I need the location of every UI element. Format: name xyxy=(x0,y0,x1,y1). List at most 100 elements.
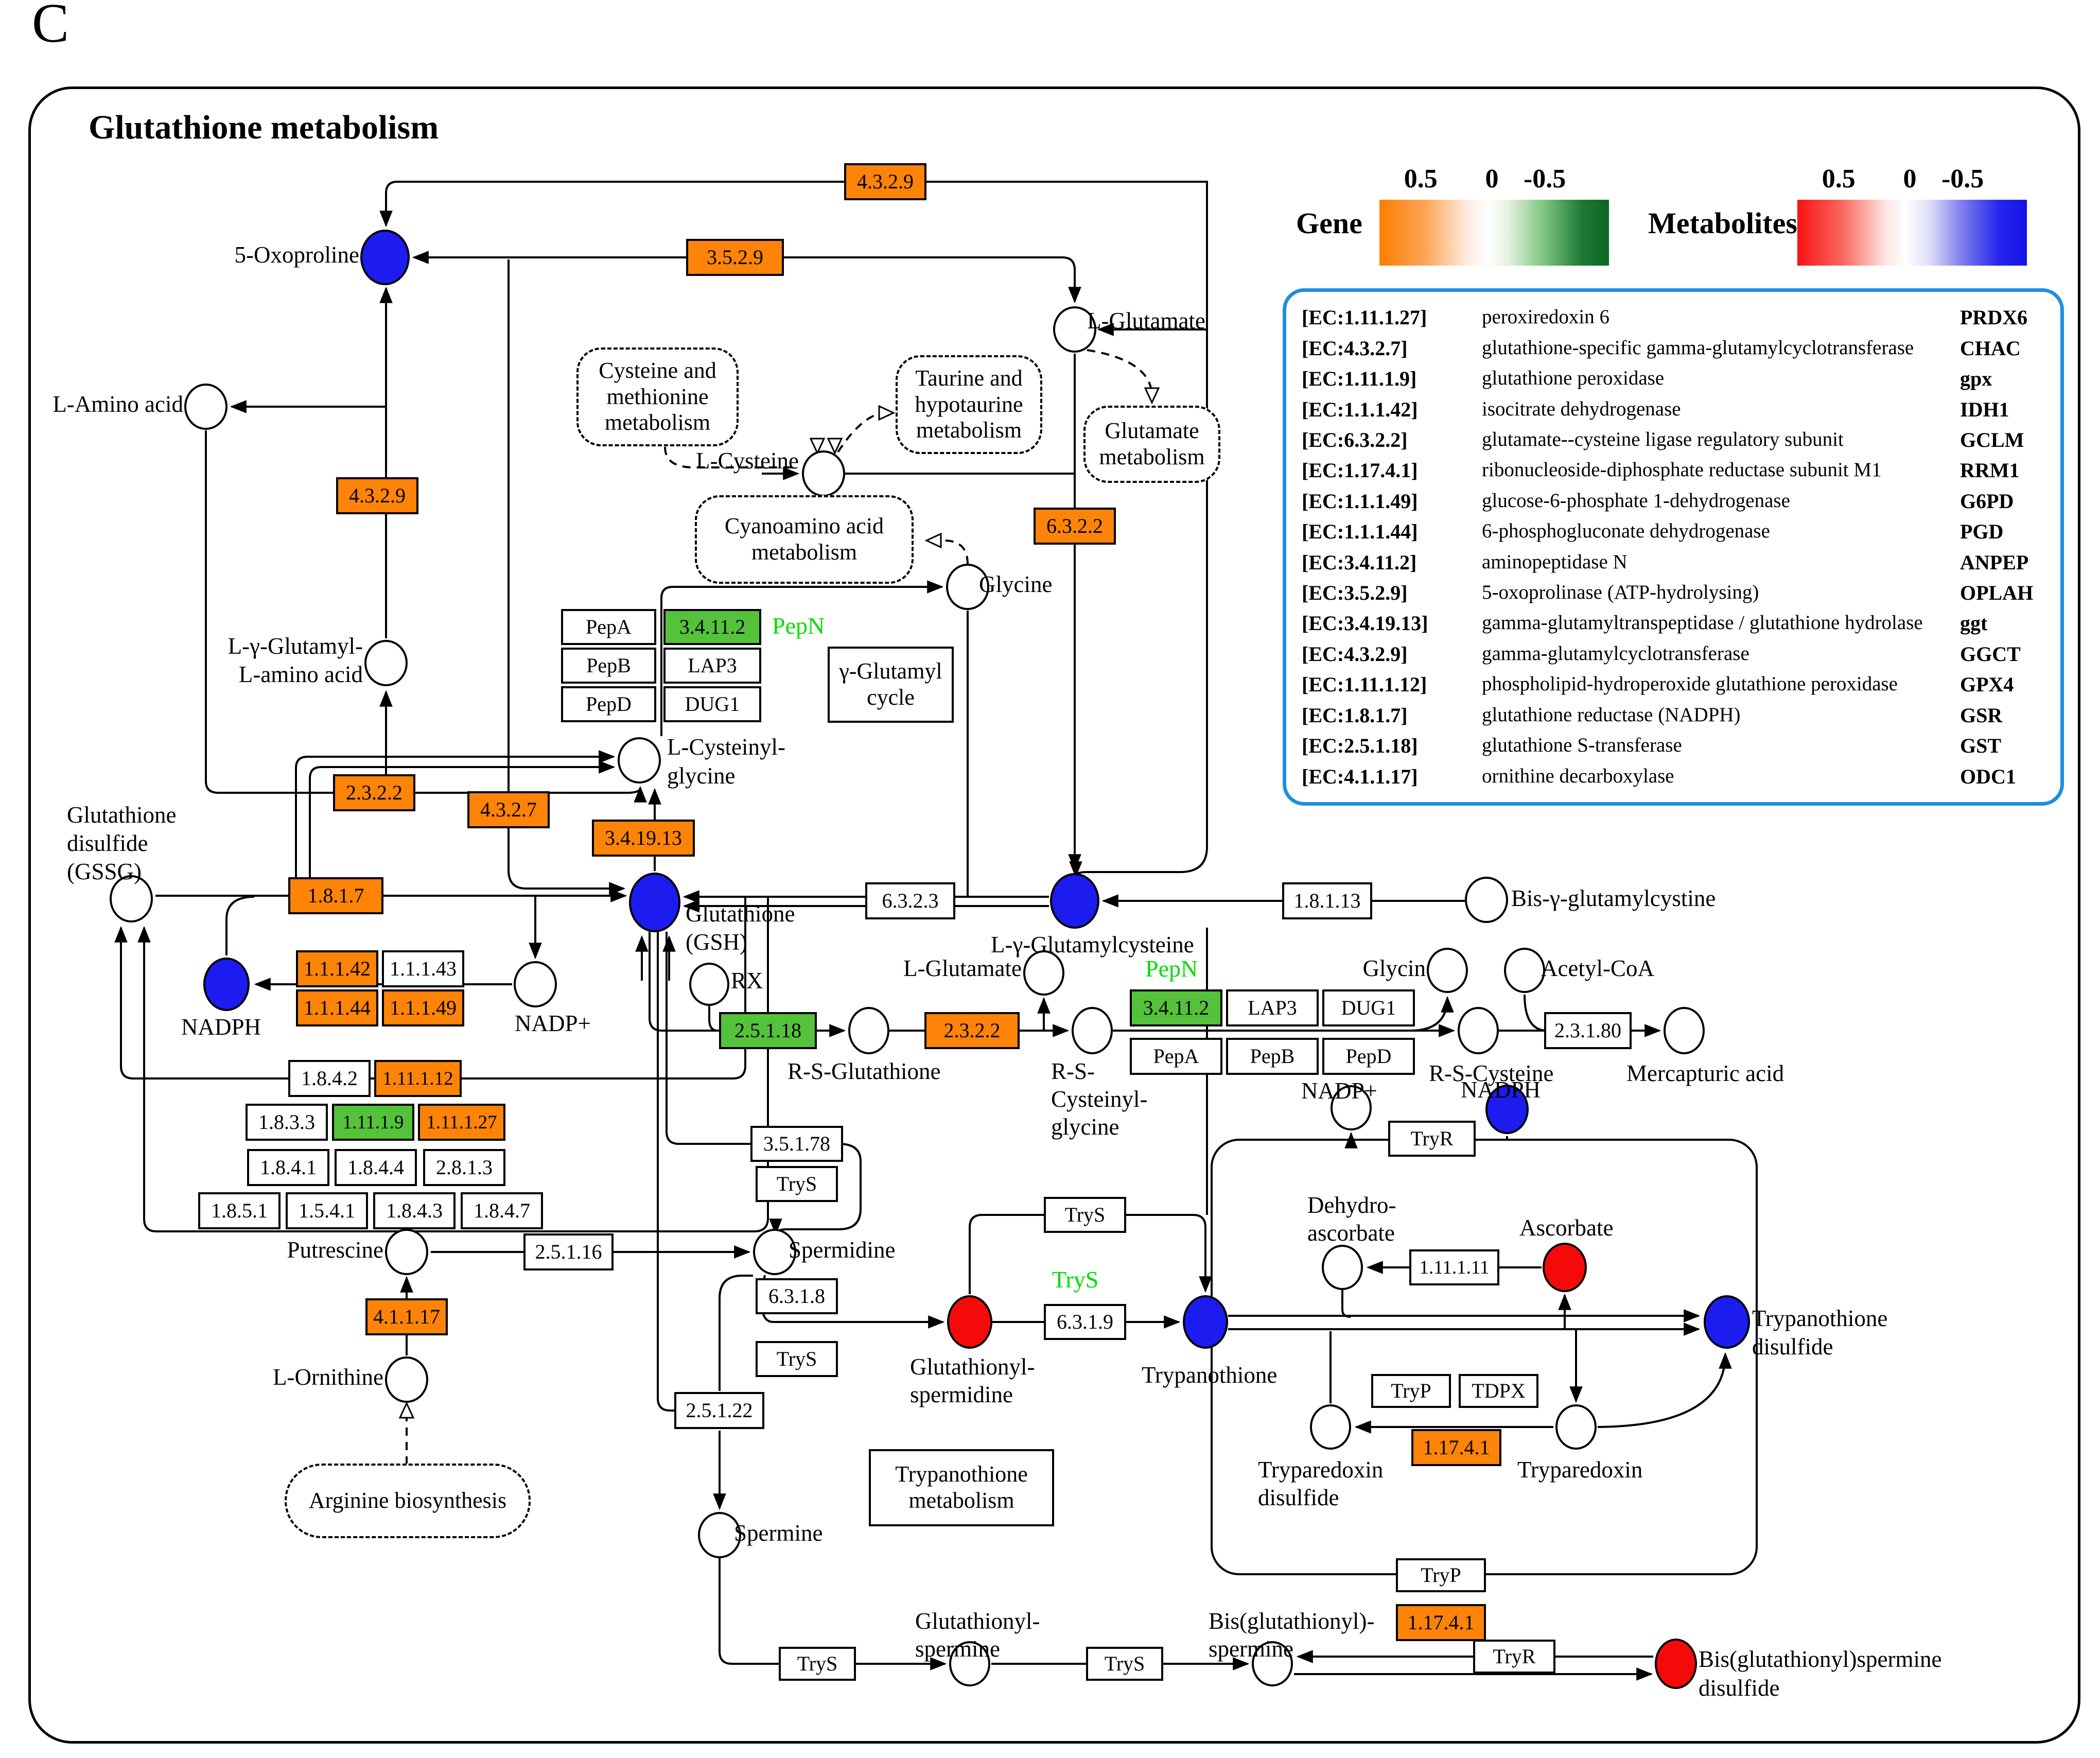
metabolite-putrescine-node xyxy=(385,1229,428,1275)
table-symbol: gpx xyxy=(1960,367,1992,391)
enzyme-box-3.5.2.9: 3.5.2.9 xyxy=(686,239,784,276)
table-name: ornithine decarboxylase xyxy=(1482,764,1674,787)
table-name: glutathione-specific gamma-glutamylcyclo… xyxy=(1482,336,1914,359)
enzyme-box-6.3.1.8: 6.3.1.8 xyxy=(756,1278,838,1314)
label-nadph-right: NADPH xyxy=(1461,1077,1541,1103)
label-glycin-2: Glycin xyxy=(1362,955,1426,981)
enzyme-box-trys-2: TryS xyxy=(756,1341,838,1377)
metabolites-tick-low: -0.5 xyxy=(1941,164,1984,194)
gene-gradient-bar xyxy=(1379,200,1609,266)
metabolite-r-s-cysteinyl-glycine-node xyxy=(1072,1007,1113,1054)
enzyme-box-1.8.4.7: 1.8.4.7 xyxy=(461,1192,543,1229)
enzyme-box-2.3.2.2-mid: 2.3.2.2 xyxy=(924,1012,1020,1049)
metabolite-glycine-2-node xyxy=(1427,948,1468,993)
enzyme-box-pepa-1: PepA xyxy=(561,609,656,645)
label-l-glutamate-mid: L-Glutamate xyxy=(903,955,1022,981)
label-r-s-cysteine: R-S-Cysteine xyxy=(1429,1060,1554,1086)
enzyme-box-1.8.1.13: 1.8.1.13 xyxy=(1282,882,1372,919)
label-l-ornithine: L-Ornithine xyxy=(273,1364,383,1390)
table-ec: [EC:1.1.1.42] xyxy=(1302,397,1418,421)
enzyme-box-trys-5: TryS xyxy=(1086,1647,1163,1681)
enzyme-box-1.17.4.1-b: 1.17.4.1 xyxy=(1396,1604,1486,1641)
gene-legend-label: Gene xyxy=(1296,206,1362,240)
enzyme-box-1.11.1.12: 1.11.1.12 xyxy=(374,1060,462,1097)
enzyme-box-3.4.19.13: 3.4.19.13 xyxy=(592,820,695,857)
metabolite-l-cysteinyl-glycine-node xyxy=(618,737,661,784)
enzyme-box-tryr-2: TryR xyxy=(1473,1640,1555,1674)
metabolites-tick-high: 0.5 xyxy=(1822,164,1856,194)
enzyme-box-2.5.1.22: 2.5.1.22 xyxy=(674,1392,764,1429)
gene-tick-high: 0.5 xyxy=(1404,164,1438,194)
label-l-amino-acid: L-Amino acid xyxy=(52,391,183,417)
enzyme-box-2.3.2.2-left: 2.3.2.2 xyxy=(333,774,415,811)
metabolite-l-gamma-glutamylcysteine-node xyxy=(1050,873,1099,929)
enzyme-box-3.4.11.2-2: 3.4.11.2 xyxy=(1130,989,1222,1026)
enzyme-box-pepb-2: PepB xyxy=(1226,1038,1319,1075)
enzyme-box-1.11.1.9: 1.11.1.9 xyxy=(332,1104,414,1141)
metabolite-glycine-node xyxy=(946,564,989,610)
table-symbol: PRDX6 xyxy=(1960,306,2028,329)
table-ec: [EC:2.5.1.18] xyxy=(1302,734,1418,758)
label-trys-green: TryS xyxy=(1052,1266,1099,1293)
enzyme-box-trys-1: TryS xyxy=(756,1166,838,1202)
enzyme-box-3.5.1.78: 3.5.1.78 xyxy=(750,1126,843,1162)
metabolite-l-glutamate-mid-node xyxy=(1023,950,1064,996)
metabolite-dehydroascorbate-node xyxy=(1322,1245,1363,1290)
enzyme-box-1.11.1.11: 1.11.1.11 xyxy=(1409,1249,1499,1285)
table-ec: [EC:1.1.1.44] xyxy=(1302,520,1418,544)
label-tryparedoxin: Tryparedoxin xyxy=(1517,1457,1643,1483)
enzyme-box-1.5.4.1: 1.5.4.1 xyxy=(286,1192,368,1229)
gene-tick-low: -0.5 xyxy=(1523,164,1566,194)
table-symbol: GPX4 xyxy=(1960,673,2014,697)
enzyme-box-1.8.5.1: 1.8.5.1 xyxy=(198,1192,281,1229)
label-l-gamma-glutamyl-2: L-amino acid xyxy=(238,662,363,687)
metabolite-acetyl-coa-node xyxy=(1504,948,1545,993)
table-ec: [EC:3.5.2.9] xyxy=(1302,581,1408,605)
metabolites-tick-zero: 0 xyxy=(1903,164,1917,194)
label-gsh-1: Glutathione xyxy=(686,901,795,927)
table-ec: [EC:1.17.4.1] xyxy=(1302,459,1418,482)
label-bis-glutathionyl-spermine-disulfide-1: Bis(glutathionyl)spermine xyxy=(1699,1646,1942,1672)
label-glycine: Glycine xyxy=(979,571,1053,597)
enzyme-box-pepb-1: PepB xyxy=(561,648,656,684)
metabolite-r-s-glutathione-node xyxy=(848,1007,889,1054)
table-symbol: GCLM xyxy=(1960,428,2024,452)
label-tryparedoxin-disulfide-2: disulfide xyxy=(1258,1485,1339,1510)
table-ec: [EC:3.4.19.13] xyxy=(1302,612,1428,635)
metabolite-bis-glutathionyl-spermine-node xyxy=(1252,1641,1293,1686)
metabolite-ascorbate-node xyxy=(1543,1243,1587,1292)
metabolite-glutathionyl-spermine-node xyxy=(949,1641,990,1686)
table-name: 5-oxoprolinase (ATP-hydrolysing) xyxy=(1482,581,1759,604)
label-5-oxoproline: 5-Oxoproline xyxy=(234,242,359,268)
enzyme-box-dug1-2: DUG1 xyxy=(1322,989,1415,1026)
label-l-gamma-glutamyl-1: L-γ-Glutamyl- xyxy=(227,633,363,659)
enzyme-box-4.3.2.7: 4.3.2.7 xyxy=(467,791,550,828)
enzyme-box-tryp-2: TryP xyxy=(1396,1558,1486,1592)
enzyme-box-1.1.1.49: 1.1.1.49 xyxy=(382,989,464,1026)
ref-arginine-biosynthesis: Arginine biosynthesis xyxy=(285,1464,531,1538)
metabolite-bis-glutathionyl-spermine-disulfide-node xyxy=(1655,1639,1697,1689)
pathway-title: Glutathione metabolism xyxy=(89,109,439,146)
label-gssg-1: Glutathione xyxy=(67,802,177,828)
label-l-cysteine: L-Cysteine xyxy=(696,448,799,474)
table-ec: [EC:1.11.1.9] xyxy=(1302,367,1417,391)
enzyme-box-4.3.2.9-left: 4.3.2.9 xyxy=(336,477,418,514)
table-name: ribonucleoside-diphosphate reductase sub… xyxy=(1482,459,1882,481)
label-bis-glutathionyl-spermine-1: Bis(glutathionyl)- xyxy=(1209,1608,1375,1634)
table-name: aminopeptidase N xyxy=(1482,550,1627,573)
label-spermidine: Spermidine xyxy=(789,1237,896,1263)
table-ec: [EC:4.3.2.7] xyxy=(1302,336,1408,360)
enzyme-box-3.4.11.2-1: 3.4.11.2 xyxy=(663,609,761,645)
enzyme-box-1.11.1.27: 1.11.1.27 xyxy=(418,1104,505,1141)
label-dehydroascorbate-2: ascorbate xyxy=(1307,1220,1395,1246)
metabolite-l-gamma-glutamyl-l-amino-acid-node xyxy=(364,640,408,686)
enzyme-box-6.3.2.3: 6.3.2.3 xyxy=(865,882,955,919)
enzyme-box-4.3.2.9-top: 4.3.2.9 xyxy=(844,163,926,200)
metabolite-rx-node xyxy=(689,963,729,1006)
table-symbol: GSR xyxy=(1960,703,2003,727)
label-acetyl-coa: Acetyl-CoA xyxy=(1541,955,1654,981)
label-gsh-2: (GSH) xyxy=(686,929,747,955)
metabolites-gradient-bar xyxy=(1797,200,2027,266)
